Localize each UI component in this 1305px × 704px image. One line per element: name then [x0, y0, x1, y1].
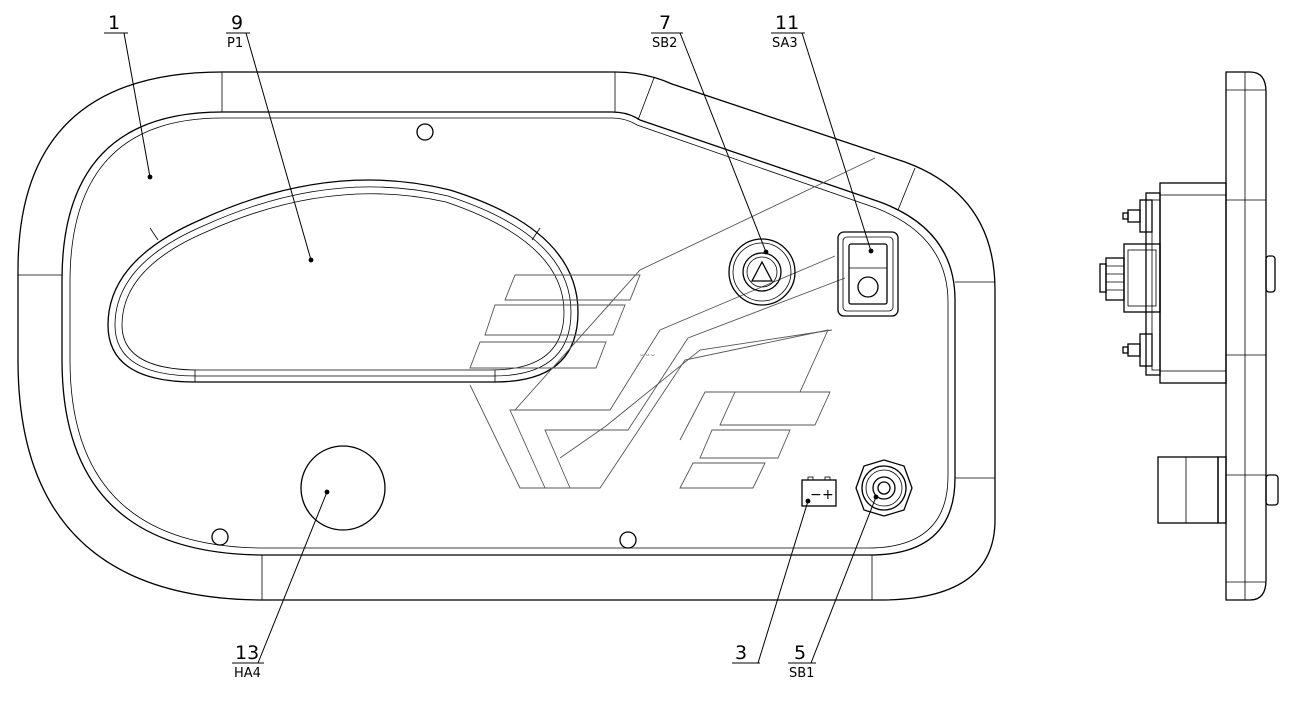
callout-9-number: 9 — [231, 12, 243, 34]
instrument-cluster-window — [107, 179, 579, 383]
brand-logo: ᴗ ᴗ ᴗ — [469, 157, 876, 489]
callout-3-number: 3 — [735, 642, 747, 664]
callouts: 1 9 P1 7 SB2 11 SA3 13 HA4 3 5 SB1 — [108, 12, 814, 681]
side-view — [1099, 71, 1279, 601]
mounting-hole — [211, 528, 229, 546]
callout-13-code: HA4 — [234, 666, 261, 681]
battery-indicator: − + — [801, 476, 837, 507]
callout-7-number: 7 — [659, 12, 671, 34]
mounting-hole — [619, 531, 637, 549]
callout-13-number: 13 — [235, 642, 259, 664]
warning-triangle-icon — [750, 260, 774, 282]
panel-outer-frame — [17, 71, 996, 601]
svg-text:ᴗ ᴗ ᴗ: ᴗ ᴗ ᴗ — [640, 351, 655, 358]
buzzer — [300, 445, 386, 531]
callout-7-code: SB2 — [652, 36, 677, 51]
hazard-button — [728, 238, 796, 306]
callout-5-number: 5 — [794, 642, 806, 664]
battery-minus-icon: − — [810, 487, 822, 503]
callout-9-code: P1 — [227, 36, 243, 51]
battery-plus-icon: + — [822, 487, 834, 503]
callout-11-code: SA3 — [772, 36, 798, 51]
ignition-switch — [855, 459, 913, 517]
callout-1-number: 1 — [108, 12, 120, 34]
rocker-switch — [837, 231, 899, 317]
callout-11-number: 11 — [775, 12, 799, 34]
mounting-hole — [416, 123, 434, 141]
callout-5-code: SB1 — [789, 666, 814, 681]
leader-lines — [104, 32, 879, 664]
